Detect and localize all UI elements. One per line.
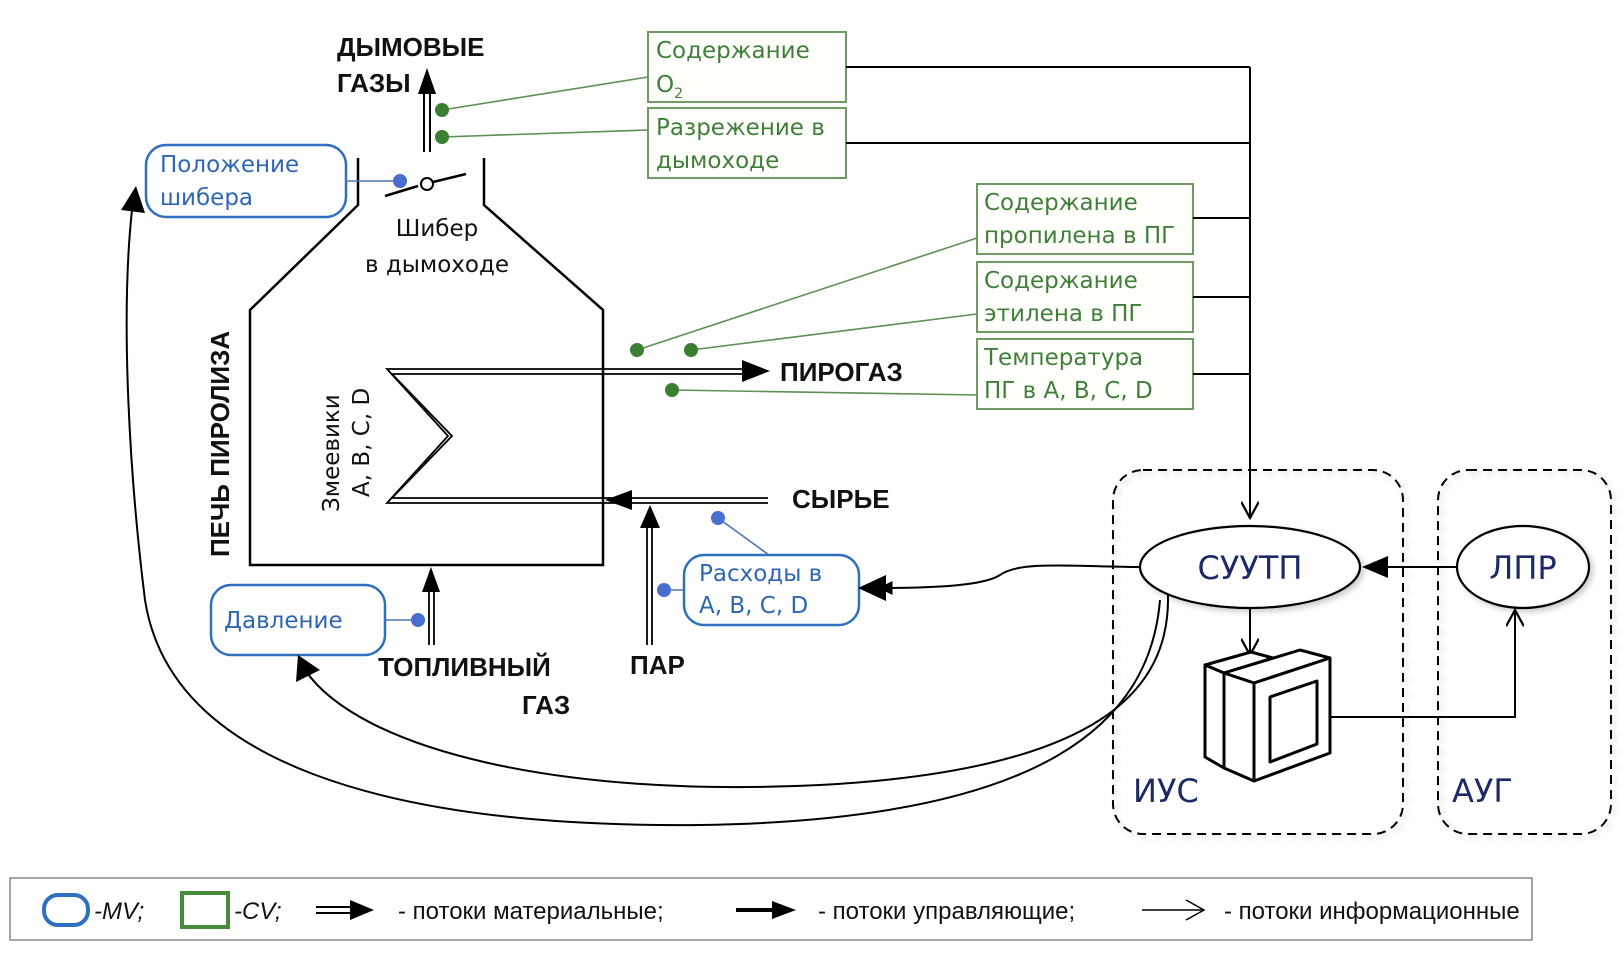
svg-text:Положение: Положение — [160, 152, 299, 178]
damper-actuator-dot — [393, 174, 407, 188]
svg-text:шибера: шибера — [160, 185, 253, 211]
svg-text:СУУТП: СУУТП — [1198, 549, 1303, 587]
svg-text:O2: O2 — [656, 72, 683, 102]
fuel-gas-stream — [422, 567, 440, 645]
legend-mv: -MV; — [94, 898, 144, 925]
svg-text:Давление: Давление — [224, 608, 343, 634]
pressure-arrow-icon — [296, 655, 320, 682]
flue-gas-label-1: ДЫМОВЫЕ — [337, 32, 484, 62]
cv-pyrogas-temperature[interactable]: Температура ПГ в A, B, C, D — [976, 338, 1194, 410]
svg-text:ЛПР: ЛПР — [1489, 549, 1556, 587]
cv-ethylene-content[interactable]: Содержание этилена в ПГ — [976, 261, 1194, 333]
cv-o2-content[interactable]: Содержание O2 — [647, 31, 847, 103]
information-bus — [846, 66, 1250, 518]
feed-arrow-icon — [605, 490, 632, 510]
propylene-sensor-dot — [630, 343, 644, 357]
ethylene-sensor-dot — [684, 343, 698, 357]
damper-label-2: в дымоходе — [365, 252, 509, 278]
svg-text:этилена в ПГ: этилена в ПГ — [984, 301, 1142, 327]
fuel-gas-arrow-icon — [422, 567, 440, 592]
material-flow-legend-icon — [316, 900, 374, 920]
mv-sensor-links — [346, 174, 770, 627]
feed-label: СЫРЬЕ — [792, 484, 890, 514]
legend: -MV; -CV; - потоки материальные; - поток… — [9, 877, 1533, 941]
suutp-to-flow-rates-link — [878, 564, 1141, 595]
lpr-node[interactable]: ЛПР — [1455, 524, 1591, 610]
steam-stream — [640, 505, 660, 645]
feed-stream — [603, 490, 768, 510]
coils-label-2: A, B, C, D — [349, 388, 375, 497]
flow-rates-arrow-icon — [858, 575, 886, 601]
steam-arrow-icon — [640, 505, 660, 528]
steam-flow-actuator-dot — [657, 583, 671, 597]
pressure-actuator-dot — [411, 613, 425, 627]
aug-label: АУГ — [1452, 772, 1513, 810]
legend-info: - потоки информационные — [1224, 898, 1520, 925]
feed-flow-actuator-dot — [711, 511, 725, 525]
svg-text:A, B, C, D: A, B, C, D — [699, 593, 808, 619]
svg-text:Содержание: Содержание — [984, 190, 1138, 216]
suutp-to-damper-link — [125, 209, 1161, 827]
damper-position-arrow-icon — [121, 186, 145, 213]
ius-label: ИУС — [1133, 772, 1199, 810]
furnace-title: ПЕЧЬ ПИРОЛИЗА — [205, 331, 235, 557]
flue-gas-label-2: ГАЗЫ — [337, 68, 411, 98]
fuel-gas-label-1: ТОПЛИВНЫЙ — [378, 652, 551, 682]
pyrogas-arrow-icon — [742, 360, 770, 382]
svg-text:ПГ в A, B, C, D: ПГ в A, B, C, D — [984, 378, 1153, 404]
pyrogas-label: ПИРОГАЗ — [780, 357, 903, 387]
monitor-to-lpr-link — [1330, 610, 1515, 718]
legend-material: - потоки материальные; — [398, 898, 664, 925]
svg-text:Содержание: Содержание — [656, 38, 810, 64]
ius-group — [1112, 469, 1404, 835]
o2-sensor-dot — [435, 103, 449, 117]
flue-gas-stream — [418, 68, 436, 152]
mv-pressure[interactable]: Давление — [209, 583, 387, 657]
coils — [384, 368, 745, 504]
draft-sensor-dot — [435, 130, 449, 144]
lpr-to-suutp-arrow-icon — [1362, 556, 1388, 578]
svg-text:Разрежение в: Разрежение в — [656, 115, 825, 141]
coils-label-1: Змеевики — [319, 394, 345, 512]
mv-legend-icon — [42, 893, 90, 927]
flue-gas-arrow-icon — [418, 68, 436, 94]
info-flow-legend-icon — [1142, 899, 1206, 921]
steam-label: ПАР — [630, 650, 685, 680]
svg-text:дымоходе: дымоходе — [656, 148, 779, 174]
svg-text:Содержание: Содержание — [984, 268, 1138, 294]
legend-cv: -CV; — [234, 898, 282, 925]
mv-damper-position[interactable]: Положение шибера — [144, 143, 348, 219]
pyrolysis-furnace — [248, 158, 605, 567]
fuel-gas-label-2: ГАЗ — [522, 690, 570, 720]
cv-propylene-content[interactable]: Содержание пропилена в ПГ — [976, 183, 1194, 255]
suutp-node[interactable]: СУУТП — [1138, 524, 1362, 610]
control-flow-legend-icon — [736, 901, 796, 919]
cv-flue-draft[interactable]: Разрежение в дымоходе — [647, 107, 847, 179]
suutp-to-pressure-link — [304, 594, 1170, 789]
svg-text:пропилена в ПГ: пропилена в ПГ — [984, 223, 1175, 249]
cv-legend-icon — [180, 891, 230, 929]
damper-icon — [384, 172, 467, 198]
svg-text:Расходы в: Расходы в — [699, 561, 822, 587]
temperature-sensor-dot — [665, 383, 679, 397]
cv-sensor-links — [435, 76, 978, 397]
monitor-icon — [1203, 648, 1332, 783]
svg-text:Температура: Температура — [983, 345, 1143, 371]
damper-label-1: Шибер — [396, 216, 478, 242]
legend-control: - потоки управляющие; — [818, 898, 1075, 925]
mv-flow-rates[interactable]: Расходы в A, B, C, D — [682, 553, 861, 627]
furnace-outline — [248, 158, 605, 567]
